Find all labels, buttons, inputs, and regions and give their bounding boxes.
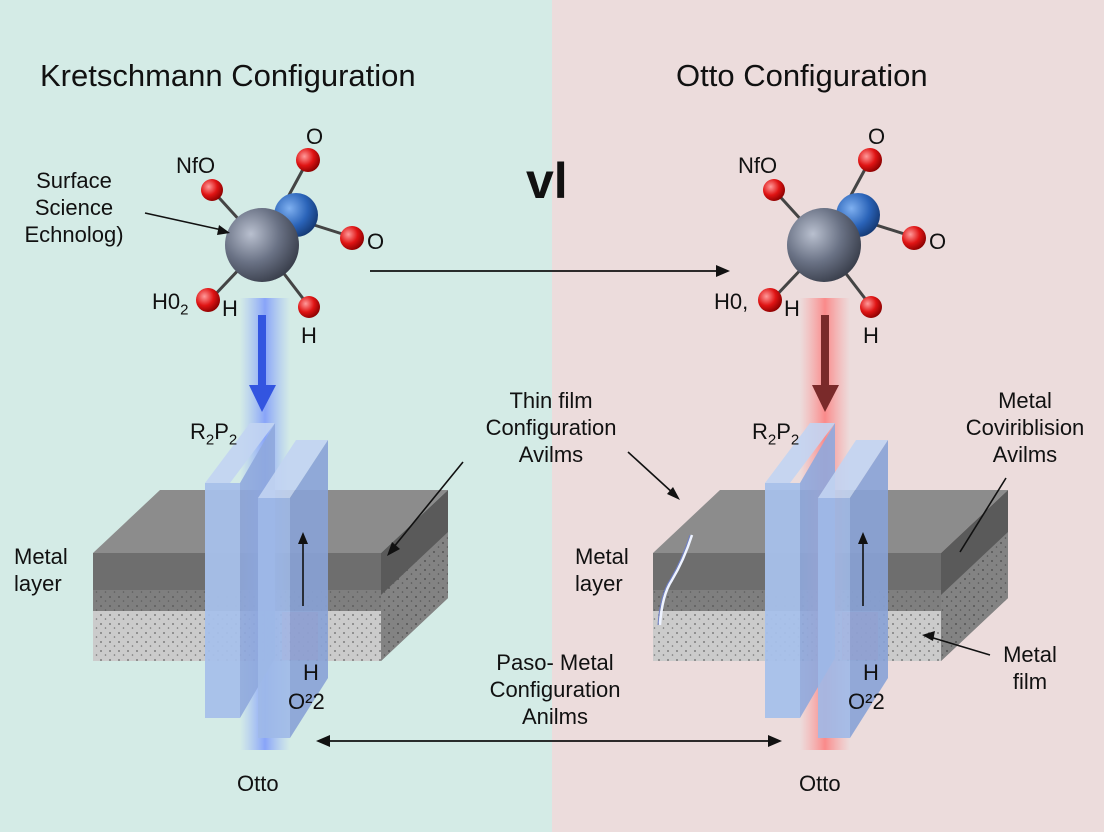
left-h-bottom-label: H xyxy=(301,323,317,348)
metal-config-line: Metal xyxy=(998,388,1052,413)
right-top-o-label: O xyxy=(868,124,886,149)
right-bottom-label: Otto xyxy=(799,771,841,796)
left-h-label: H xyxy=(222,296,238,321)
left-right-o-label: O xyxy=(367,229,385,254)
right-title: Otto Configuration xyxy=(676,58,928,93)
metal-config-pointer xyxy=(959,477,1007,553)
comparison-arrow-right-head xyxy=(768,735,782,747)
metal-film-pointer xyxy=(929,636,991,656)
left-o2-label: O²2 xyxy=(288,689,325,714)
left-title: Kretschmann Configuration xyxy=(40,58,416,93)
right-h-bottom-label: H xyxy=(863,323,879,348)
thin-film-line: Configuration xyxy=(485,415,617,440)
metal-config-label: Metal Coviriblision Avilms xyxy=(955,387,1095,468)
thin-film-label: Thin film Configuration Avilms xyxy=(451,387,651,468)
metal-config-line: Coviriblision xyxy=(965,415,1085,440)
metal-film-pointer-head xyxy=(922,631,935,641)
metal-layer-line: layer xyxy=(14,571,62,596)
thin-film-pointer xyxy=(392,461,464,549)
right-up-arrowhead xyxy=(858,532,868,544)
metal-config-line: Avilms xyxy=(992,442,1058,467)
prism-p: P xyxy=(776,419,791,444)
left-prism-label: R2P2 xyxy=(190,418,237,453)
paso-metal-line: Paso- Metal xyxy=(496,650,614,675)
left-top-o-label: O xyxy=(306,124,324,149)
center-mark: vl xyxy=(526,153,568,209)
config-transfer-arrowhead xyxy=(716,265,730,277)
oxygen-atom xyxy=(296,148,320,172)
left-molecule xyxy=(196,148,364,318)
right-h-label-2: H xyxy=(863,660,879,685)
paso-metal-line: Configuration xyxy=(489,677,621,702)
central-metal-atom xyxy=(225,208,299,282)
prism-sub: 2 xyxy=(228,431,238,449)
surface-label-line: Science xyxy=(34,195,114,220)
surface-label-line: Surface xyxy=(36,168,112,193)
oxygen-atom xyxy=(860,296,882,318)
metal-film-line: Metal xyxy=(1003,642,1057,667)
right-thin-film-pointer-head xyxy=(667,487,680,500)
right-right-o-label: O xyxy=(929,229,947,254)
left-metal-layer-label: Metal layer xyxy=(14,543,68,597)
right-prism xyxy=(765,423,888,738)
oxygen-atom xyxy=(902,226,926,250)
right-h02-label: H0, xyxy=(714,289,749,314)
metal-layer-line: Metal xyxy=(14,544,68,569)
left-beam-arrow-shaft xyxy=(258,315,266,387)
right-light-streak xyxy=(658,534,694,626)
right-molecule xyxy=(758,148,926,318)
right-light-streak-edge xyxy=(657,534,691,626)
right-beam-arrowhead xyxy=(812,385,839,412)
oxygen-atom xyxy=(763,179,785,201)
surface-pointer xyxy=(144,212,223,231)
right-o2-label: O²2 xyxy=(848,689,885,714)
prism-r: R xyxy=(752,419,768,444)
metal-film-label: Metal film xyxy=(990,641,1070,695)
paso-metal-label: Paso- Metal Configuration Anilms xyxy=(455,649,655,730)
oxygen-atom xyxy=(298,296,320,318)
left-nfo-label: NfO xyxy=(176,153,216,178)
surface-science-label: Surface Science Echnolog) xyxy=(14,167,134,248)
oxygen-atom xyxy=(340,226,364,250)
paso-metal-line: Anilms xyxy=(521,704,588,729)
oxygen-atom xyxy=(201,179,223,201)
surface-label-line: Echnolog) xyxy=(24,222,124,247)
surface-pointer-head xyxy=(217,225,230,235)
left-up-arrowhead xyxy=(298,532,308,544)
right-prism-label: R2P2 xyxy=(752,418,799,453)
prism-r: R xyxy=(190,419,206,444)
thin-film-line: Thin film xyxy=(509,388,593,413)
right-thin-film-pointer xyxy=(627,451,675,495)
h02-subscript: 2 xyxy=(180,301,189,319)
oxygen-atom xyxy=(758,288,782,312)
central-metal-atom xyxy=(787,208,861,282)
prism-sub: 2 xyxy=(205,431,215,449)
left-prism xyxy=(205,423,328,738)
thin-film-line: Avilms xyxy=(518,442,584,467)
metal-film-line: film xyxy=(1012,669,1048,694)
h02-text: H0 xyxy=(152,289,181,314)
left-h02-label: H02 xyxy=(152,288,188,323)
prism-sub: 2 xyxy=(790,431,800,449)
left-bottom-label: Otto xyxy=(237,771,279,796)
left-h-label-2: H xyxy=(303,660,319,685)
prism-p: P xyxy=(214,419,229,444)
right-metal-layer-label: Metal layer xyxy=(575,543,629,597)
metal-layer-line: layer xyxy=(575,571,623,596)
metal-layer-line: Metal xyxy=(575,544,629,569)
comparison-arrow-left-head xyxy=(316,735,330,747)
right-nfo-label: NfO xyxy=(738,153,778,178)
thin-film-pointer-head xyxy=(387,542,400,556)
right-beam-arrow-shaft xyxy=(821,315,829,387)
left-beam-arrowhead xyxy=(249,385,276,412)
oxygen-atom xyxy=(196,288,220,312)
right-h-label: H xyxy=(784,296,800,321)
oxygen-atom xyxy=(858,148,882,172)
prism-sub: 2 xyxy=(767,431,777,449)
